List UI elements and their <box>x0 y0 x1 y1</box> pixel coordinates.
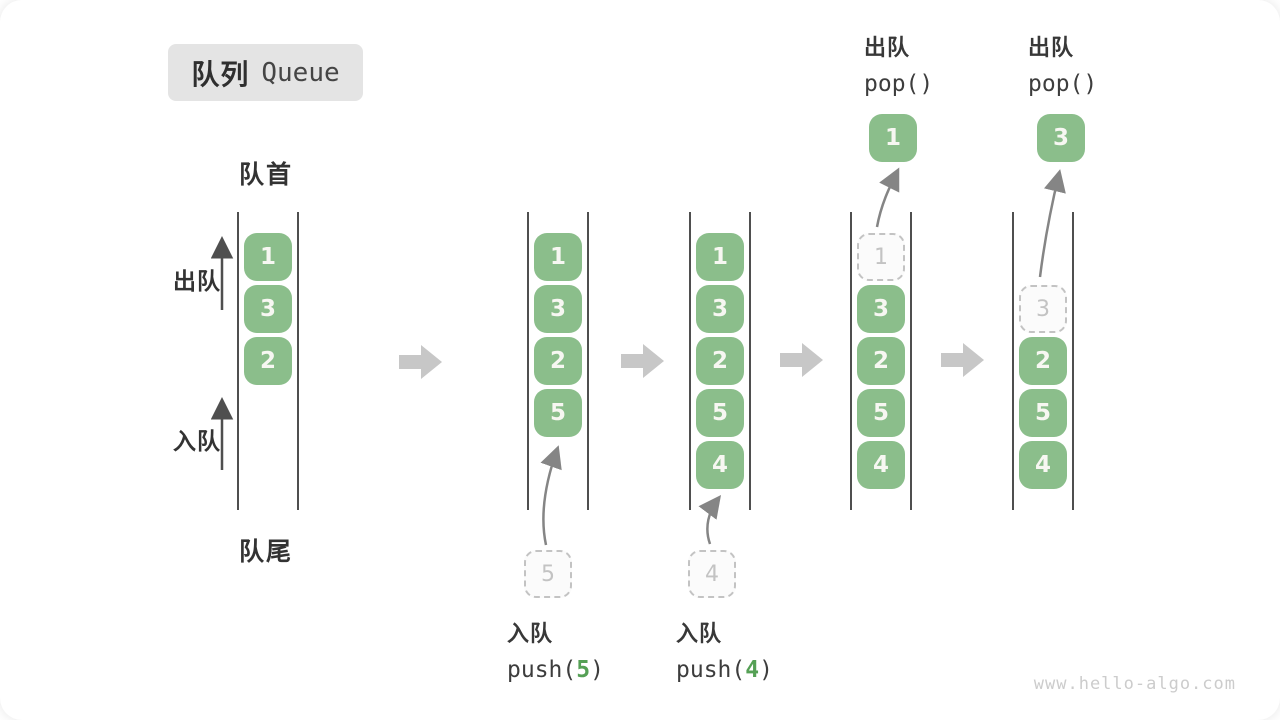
popped-item: 1 <box>869 114 917 162</box>
queue-stage-1: 1 3 2 <box>237 212 299 510</box>
label-dequeue: 出队 <box>173 269 221 295</box>
queue-item: 3 <box>244 285 292 333</box>
op-label-pop2: 出队 pop() <box>1028 30 1097 97</box>
queue-rail <box>910 212 912 510</box>
removed-item-ghost: 3 <box>1019 285 1067 333</box>
queue-item: 1 <box>696 233 744 281</box>
queue-rail <box>1072 212 1074 510</box>
op-push5-zh: 入队 <box>507 622 554 647</box>
op-push4-zh: 入队 <box>676 622 723 647</box>
title-en: Queue <box>261 57 340 88</box>
stage-transition-arrow-icon <box>399 345 442 379</box>
queue-rail <box>1012 212 1014 510</box>
queue-stage-5: 3 2 5 4 <box>1012 212 1074 510</box>
queue-item: 2 <box>696 337 744 385</box>
stage-transition-arrow-icon <box>780 343 823 377</box>
op-pop1-zh: 出队 <box>864 36 911 61</box>
queue-rail <box>689 212 691 510</box>
op-pop2-code: pop() <box>1028 71 1098 97</box>
op-code-text: push( <box>507 657 577 683</box>
queue-rail <box>297 212 299 510</box>
removed-item-ghost: 1 <box>857 233 905 281</box>
queue-rail <box>237 212 239 510</box>
queue-item: 2 <box>244 337 292 385</box>
watermark: www.hello-algo.com <box>1033 674 1236 694</box>
queue-stage-3: 1 3 2 5 4 <box>689 212 751 510</box>
queue-item: 1 <box>534 233 582 281</box>
popped-item: 3 <box>1037 114 1085 162</box>
queue-stage-4: 1 3 2 5 4 <box>850 212 912 510</box>
queue-rail <box>850 212 852 510</box>
queue-item: 5 <box>534 389 582 437</box>
queue-rail <box>527 212 529 510</box>
op-pop1-code: pop() <box>864 71 934 97</box>
queue-item: 2 <box>857 337 905 385</box>
incoming-item-ghost: 4 <box>688 550 736 598</box>
queue-item: 1 <box>244 233 292 281</box>
label-queue-front: 队首 <box>239 160 294 189</box>
incoming-item-ghost: 5 <box>524 550 572 598</box>
stage-transition-arrow-icon <box>941 343 984 377</box>
queue-item: 4 <box>696 441 744 489</box>
op-label-pop1: 出队 pop() <box>864 30 933 97</box>
op-push5-code: push(5) <box>507 657 604 683</box>
title-badge: 队列 Queue <box>168 44 363 101</box>
op-push4-code: push(4) <box>676 657 773 683</box>
queue-item: 3 <box>696 285 744 333</box>
queue-item: 4 <box>857 441 905 489</box>
title-zh: 队列 <box>191 57 250 91</box>
stage-transition-arrow-icon <box>621 344 664 378</box>
op-label-push5: 入队 push(5) <box>507 616 604 683</box>
op-label-push4: 入队 push(4) <box>676 616 773 683</box>
queue-rail <box>587 212 589 510</box>
queue-item: 5 <box>1019 389 1067 437</box>
op-code-arg: 5 <box>576 657 591 683</box>
queue-item: 2 <box>534 337 582 385</box>
queue-item: 3 <box>534 285 582 333</box>
op-code-arg: 4 <box>745 657 760 683</box>
queue-item: 2 <box>1019 337 1067 385</box>
queue-item: 3 <box>857 285 905 333</box>
label-queue-rear: 队尾 <box>239 537 294 566</box>
op-code-text: ) <box>759 657 773 683</box>
op-pop2-zh: 出队 <box>1028 36 1075 61</box>
queue-item: 4 <box>1019 441 1067 489</box>
queue-item: 5 <box>857 389 905 437</box>
op-code-text: push( <box>676 657 746 683</box>
op-code-text: ) <box>590 657 604 683</box>
queue-stage-2: 1 3 2 5 <box>527 212 589 510</box>
queue-rail <box>749 212 751 510</box>
label-enqueue: 入队 <box>173 429 221 455</box>
queue-item: 5 <box>696 389 744 437</box>
